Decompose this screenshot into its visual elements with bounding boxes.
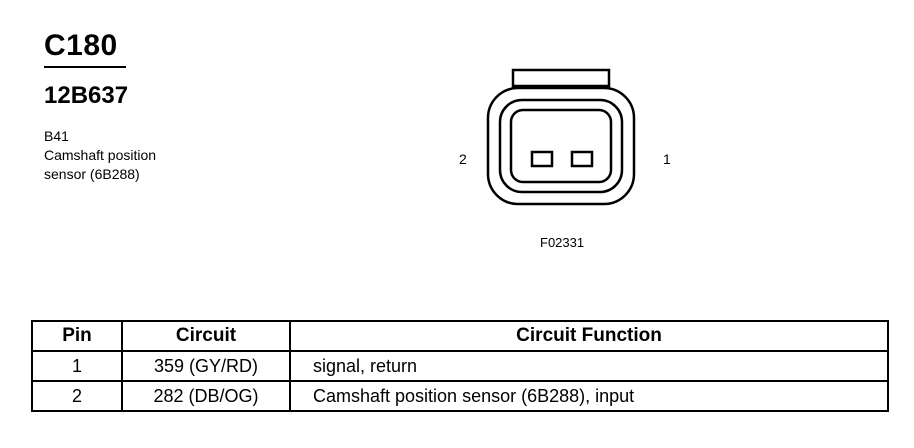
- cell-circuit: 282 (DB/OG): [121, 380, 291, 412]
- cell-function: signal, return: [289, 350, 889, 382]
- connector-id: C180: [44, 29, 118, 62]
- description-line-2: sensor (6B288): [44, 166, 140, 182]
- terminal-pin-1: [570, 150, 594, 168]
- component-code: B41: [44, 128, 69, 144]
- terminal-pin-2: [530, 150, 554, 168]
- title-underline: [44, 66, 126, 68]
- connector-cavity-body: [509, 108, 613, 184]
- cell-pin: 2: [31, 380, 123, 412]
- cell-function: Camshaft position sensor (6B288), input: [289, 380, 889, 412]
- table-row: 2 282 (DB/OG) Camshaft position sensor (…: [31, 380, 889, 412]
- pin-1-label: 1: [663, 151, 671, 167]
- header-circuit: Circuit: [121, 320, 291, 352]
- header-circuit-function: Circuit Function: [289, 320, 889, 352]
- pin-2-label: 2: [459, 151, 467, 167]
- table-header-row: Pin Circuit Circuit Function: [31, 320, 889, 352]
- component-description: B41 Camshaft position sensor (6B288): [44, 127, 156, 184]
- description-line-1: Camshaft position: [44, 147, 157, 163]
- cell-pin: 1: [31, 350, 123, 382]
- table-row: 1 359 (GY/RD) signal, return: [31, 350, 889, 382]
- connector-inner-shell: [498, 98, 624, 194]
- connector-face-diagram: [486, 68, 636, 206]
- part-number: 12B637: [44, 82, 129, 109]
- pin-table: Pin Circuit Circuit Function 1 359 (GY/R…: [31, 320, 889, 412]
- figure-id: F02331: [540, 235, 585, 250]
- cell-circuit: 359 (GY/RD): [121, 350, 291, 382]
- connector-outer-shell: [486, 86, 636, 206]
- header-pin: Pin: [31, 320, 123, 352]
